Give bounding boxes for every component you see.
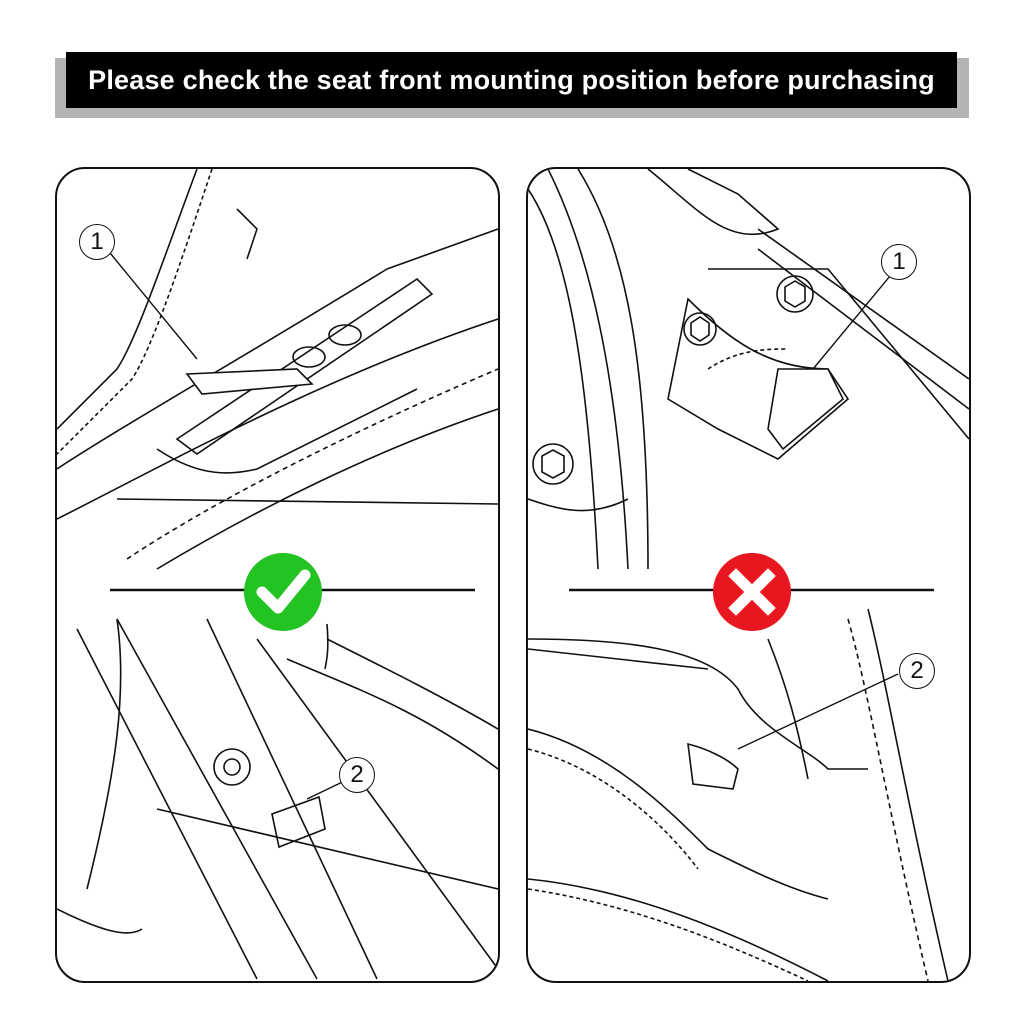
callout-2: 2 bbox=[339, 757, 375, 793]
incorrect-mounting-illustration bbox=[528, 169, 969, 981]
callout-1: 1 bbox=[79, 224, 115, 260]
banner-title: Please check the seat front mounting pos… bbox=[66, 52, 957, 108]
callout-1: 1 bbox=[881, 244, 917, 280]
callout-2: 2 bbox=[899, 653, 935, 689]
incorrect-mounting-panel: 1 2 bbox=[526, 167, 971, 983]
correct-mounting-panel: 1 2 bbox=[55, 167, 500, 983]
correct-mounting-illustration bbox=[57, 169, 498, 980]
